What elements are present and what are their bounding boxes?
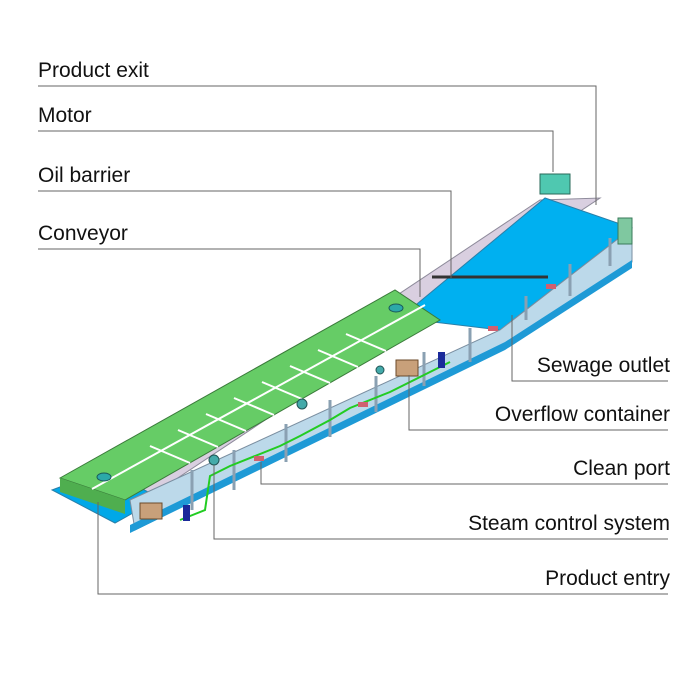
pump-exit bbox=[438, 352, 445, 368]
green-cover-front bbox=[60, 478, 125, 514]
label-sewage-outlet: Sewage outlet bbox=[536, 354, 670, 377]
overflow-box-entry bbox=[139, 502, 163, 520]
inspection-hatch-exit bbox=[388, 303, 404, 313]
label-oil-barrier: Oil barrier bbox=[38, 164, 131, 187]
machine bbox=[50, 173, 634, 533]
leader-motor bbox=[38, 130, 554, 172]
leader-conveyor bbox=[38, 248, 421, 297]
clean-port-3 bbox=[488, 326, 498, 331]
steam-valve-3 bbox=[375, 365, 385, 375]
leader-steam-control bbox=[213, 465, 668, 540]
label-overflow-container: Overflow container bbox=[494, 403, 670, 426]
bottom-rail bbox=[130, 260, 632, 533]
steam-pipe bbox=[179, 361, 451, 521]
leader-oil-barrier bbox=[38, 190, 452, 278]
clean-port-1 bbox=[254, 456, 264, 461]
steam-valve-2 bbox=[296, 398, 308, 410]
inspection-hatch-entry bbox=[96, 472, 112, 482]
clean-port-4 bbox=[546, 284, 556, 289]
label-steam-control-system: Steam control system bbox=[468, 512, 670, 535]
pump-entry bbox=[183, 505, 190, 521]
label-motor: Motor bbox=[38, 104, 92, 127]
steam-valve-1 bbox=[208, 454, 220, 466]
exit-end-frame bbox=[617, 217, 633, 245]
clean-port-2 bbox=[358, 402, 368, 407]
leader-lines bbox=[38, 85, 668, 595]
support-legs bbox=[190, 238, 612, 510]
leader-sewage-outlet bbox=[511, 315, 668, 382]
label-product-exit: Product exit bbox=[38, 59, 149, 82]
leader-product-exit bbox=[38, 85, 597, 205]
leader-clean-port bbox=[260, 462, 668, 485]
leader-product-entry bbox=[97, 502, 668, 595]
cover-grid bbox=[91, 304, 426, 490]
motor-body bbox=[539, 173, 571, 195]
leader-overflow-container bbox=[408, 375, 668, 431]
label-conveyor: Conveyor bbox=[38, 222, 128, 245]
overflow-box-exit bbox=[395, 359, 419, 377]
label-product-entry: Product entry bbox=[545, 567, 670, 590]
label-clean-port: Clean port bbox=[573, 457, 670, 480]
